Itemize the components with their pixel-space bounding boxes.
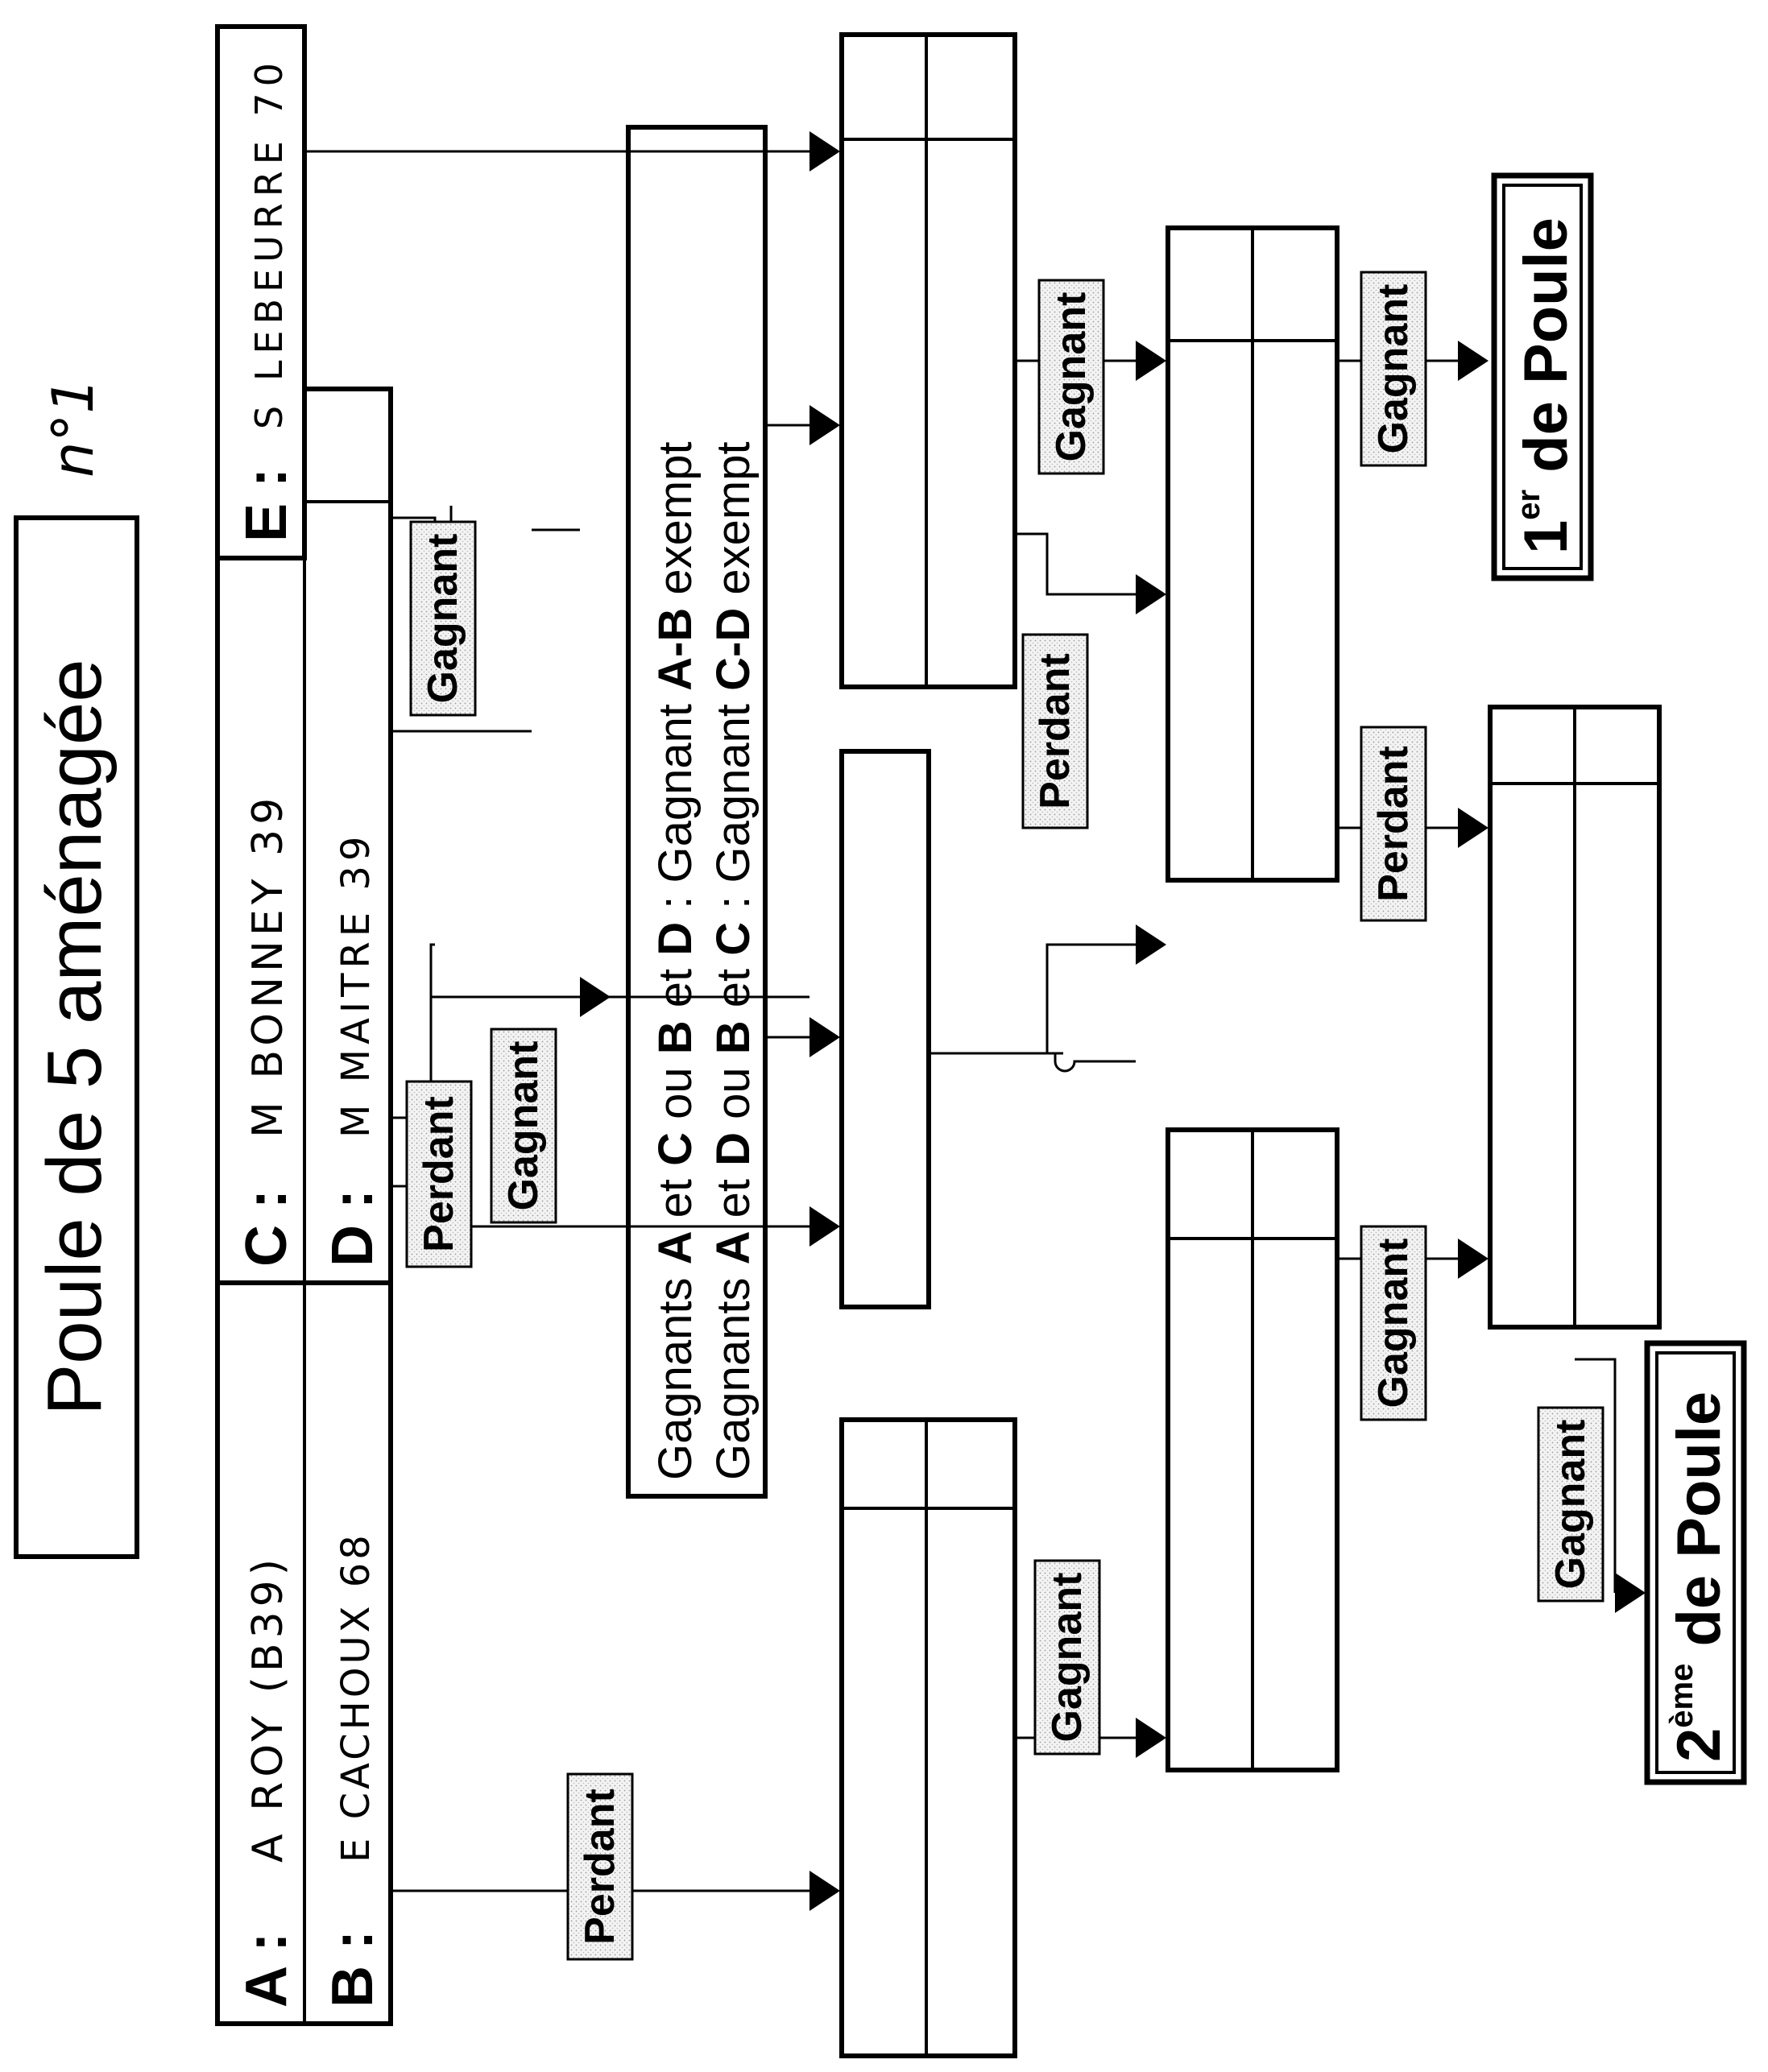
player-c-name: M BONNEY 39 (244, 793, 292, 1138)
perdant-label-text: Perdant (577, 1789, 623, 1945)
match-box-r3-high (1166, 225, 1339, 883)
gagnant-label-text: Gagnant (1370, 284, 1417, 454)
rules-line-1: Gagnants A et C ou B et D : Gagnant A-B … (649, 441, 702, 1480)
arrow-icon (580, 977, 611, 1017)
match-box-r2-mid (839, 749, 931, 1309)
rules-line-2: Gagnants A et D ou B et C : Gagnant C-D … (707, 441, 760, 1480)
gagnant-label: Gagnant (1537, 1406, 1604, 1603)
player-e-label: E : (234, 468, 299, 542)
gagnant-label-text: Gagnant (1048, 292, 1095, 462)
gagnant-label: Gagnant (1360, 271, 1427, 467)
arrow-icon (1458, 808, 1489, 848)
gagnant-label-text: Gagnant (420, 534, 466, 704)
perdant-label: Perdant (1021, 633, 1089, 829)
gagnant-label: Gagnant (409, 520, 477, 717)
perdant-label: Perdant (566, 1772, 634, 1961)
arrow-icon (809, 131, 840, 172)
second-place-label: 2ème de Poule (1664, 1392, 1733, 1762)
gagnant-label-text: Gagnant (1370, 1239, 1417, 1408)
arrow-icon (1136, 341, 1166, 381)
rules-box: Gagnants A et C ou B et D : Gagnant A-B … (626, 125, 768, 1499)
gagnant-label-text: Gagnant (1547, 1420, 1594, 1590)
perdant-label-text: Perdant (1370, 746, 1417, 902)
arrow-icon (809, 1017, 840, 1057)
first-place-label: 1er de Poule (1511, 217, 1580, 554)
player-a-name: A ROY (B39) (244, 1554, 292, 1863)
player-b-name: E CACHOUX 68 (333, 1532, 379, 1863)
gagnant-label: Gagnant (1360, 1225, 1427, 1421)
player-d-name: M MAITRE 39 (333, 832, 379, 1138)
sheet-number: n°1 (40, 378, 106, 478)
perdant-label-text: Perdant (416, 1096, 462, 1252)
player-c-label: C : (234, 1189, 299, 1267)
player-b-label: B : (321, 1930, 385, 2008)
match-box-r3-low (1166, 1127, 1339, 1772)
player-e-name: S LEBEURRE 70 (247, 56, 291, 429)
arrow-icon (1458, 1239, 1489, 1279)
match-box-r2-low (839, 1417, 1017, 2058)
perdant-label: Perdant (1360, 726, 1427, 922)
arrow-icon (1615, 1573, 1646, 1613)
arrow-icon (1136, 924, 1166, 965)
arrow-icon (809, 1206, 840, 1247)
title-box: Poule de 5 aménagée (14, 515, 139, 1559)
arrow-icon (809, 405, 840, 445)
player-box-e: E : S LEBEURRE 70 (215, 24, 307, 560)
player-a-label: A : (234, 1933, 299, 2008)
outcome-labels: Perdant Perdant Gagnant Gagnant Gagnant (405, 271, 1604, 1961)
connector-lines (304, 150, 1617, 1892)
arrow-icon (1136, 1718, 1166, 1758)
match-box-final-low (1488, 705, 1662, 1330)
arrow-heads (580, 131, 1646, 1911)
gagnant-label-text: Gagnant (1044, 1573, 1091, 1743)
page-title: Poule de 5 aménagée (31, 659, 118, 1415)
gagnant-label: Gagnant (1033, 1559, 1101, 1756)
perdant-label-text: Perdant (1032, 653, 1079, 809)
player-d-label: D : (321, 1189, 385, 1267)
arrow-icon (1458, 341, 1489, 381)
player-box-cd: C : M BONNEY 39 D : M MAITRE 39 (215, 387, 393, 1285)
arrow-icon (1136, 574, 1166, 614)
result-second-place: 2ème de Poule (1644, 1340, 1747, 1785)
gagnant-label: Gagnant (1037, 279, 1105, 475)
match-box-r2-high (839, 32, 1017, 689)
perdant-label: Perdant (405, 1080, 473, 1268)
arrow-icon (809, 1871, 840, 1911)
result-first-place: 1er de Poule (1491, 172, 1594, 581)
gagnant-label-text: Gagnant (500, 1041, 547, 1211)
gagnant-label: Gagnant (490, 1028, 557, 1224)
